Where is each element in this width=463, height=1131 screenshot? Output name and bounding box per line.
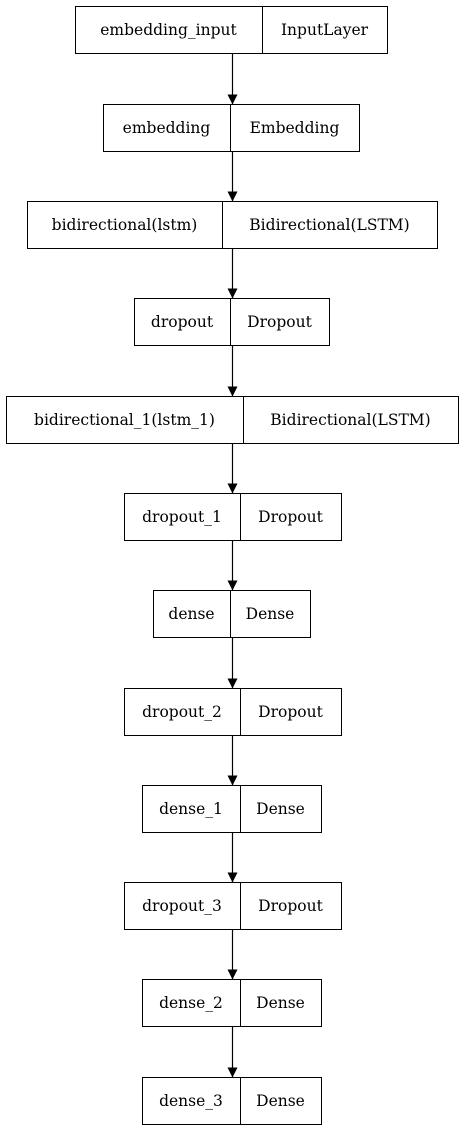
layer-box bbox=[142, 1077, 322, 1125]
layer-name: dense_3 bbox=[159, 1092, 223, 1110]
layer-box bbox=[103, 104, 360, 152]
layer-name: dropout_2 bbox=[142, 703, 222, 721]
layer-type: Dropout bbox=[258, 897, 323, 915]
layer-type: Dense bbox=[256, 800, 305, 818]
layer-name: embedding_input bbox=[100, 21, 237, 39]
layer-name: embedding bbox=[123, 119, 211, 137]
layer-type: Bidirectional(LSTM) bbox=[249, 216, 409, 234]
layer-name: dropout bbox=[151, 313, 214, 331]
layer-type: Dropout bbox=[258, 508, 323, 526]
layer-box bbox=[6, 396, 459, 444]
layer-box bbox=[142, 979, 322, 1027]
layer-box bbox=[134, 298, 330, 346]
layer-type: Dense bbox=[246, 605, 295, 623]
layer-box bbox=[27, 201, 438, 249]
layer-box bbox=[124, 882, 342, 930]
layer-name: dense_2 bbox=[159, 994, 223, 1012]
layer-node-bidirectional-lstm: bidirectional(lstm) Bidirectional(LSTM) bbox=[27, 201, 438, 249]
layer-type: Embedding bbox=[250, 119, 340, 137]
layer-type: InputLayer bbox=[281, 21, 369, 39]
layer-node-dropout-3: dropout_3 Dropout bbox=[124, 882, 342, 930]
layer-node-dropout-1: dropout_1 Dropout bbox=[124, 493, 342, 541]
layer-box bbox=[124, 688, 342, 736]
layer-node-dropout-2: dropout_2 Dropout bbox=[124, 688, 342, 736]
layer-type: Dense bbox=[256, 1092, 305, 1110]
layer-node-dense-1: dense_1 Dense bbox=[142, 785, 322, 833]
layer-name: dense_1 bbox=[159, 800, 223, 818]
layer-type: Dense bbox=[256, 994, 305, 1012]
layer-name: bidirectional_1(lstm_1) bbox=[34, 411, 215, 429]
layer-name: dropout_1 bbox=[142, 508, 222, 526]
layer-node-dense: dense Dense bbox=[153, 590, 311, 638]
layer-node-embedding-input: embedding_input InputLayer bbox=[75, 6, 388, 54]
layer-box bbox=[75, 6, 388, 54]
node-layer: embedding_input InputLayer embedding Embedd… bbox=[6, 6, 459, 1125]
layer-box bbox=[124, 493, 342, 541]
layer-name: bidirectional(lstm) bbox=[52, 216, 198, 234]
layer-node-dense-2: dense_2 Dense bbox=[142, 979, 322, 1027]
layer-node-embedding: embedding Embedding bbox=[103, 104, 360, 152]
layer-node-dropout: dropout Dropout bbox=[134, 298, 330, 346]
layer-type: Bidirectional(LSTM) bbox=[270, 411, 430, 429]
layer-box bbox=[153, 590, 311, 638]
layer-name: dropout_3 bbox=[142, 897, 222, 915]
layer-node-bidirectional-1-lstm-1: bidirectional_1(lstm_1) Bidirectional(LST… bbox=[6, 396, 459, 444]
layer-box bbox=[142, 785, 322, 833]
layer-node-dense-3: dense_3 Dense bbox=[142, 1077, 322, 1125]
layer-type: Dropout bbox=[258, 703, 323, 721]
layer-type: Dropout bbox=[247, 313, 312, 331]
layer-name: dense bbox=[168, 605, 214, 623]
